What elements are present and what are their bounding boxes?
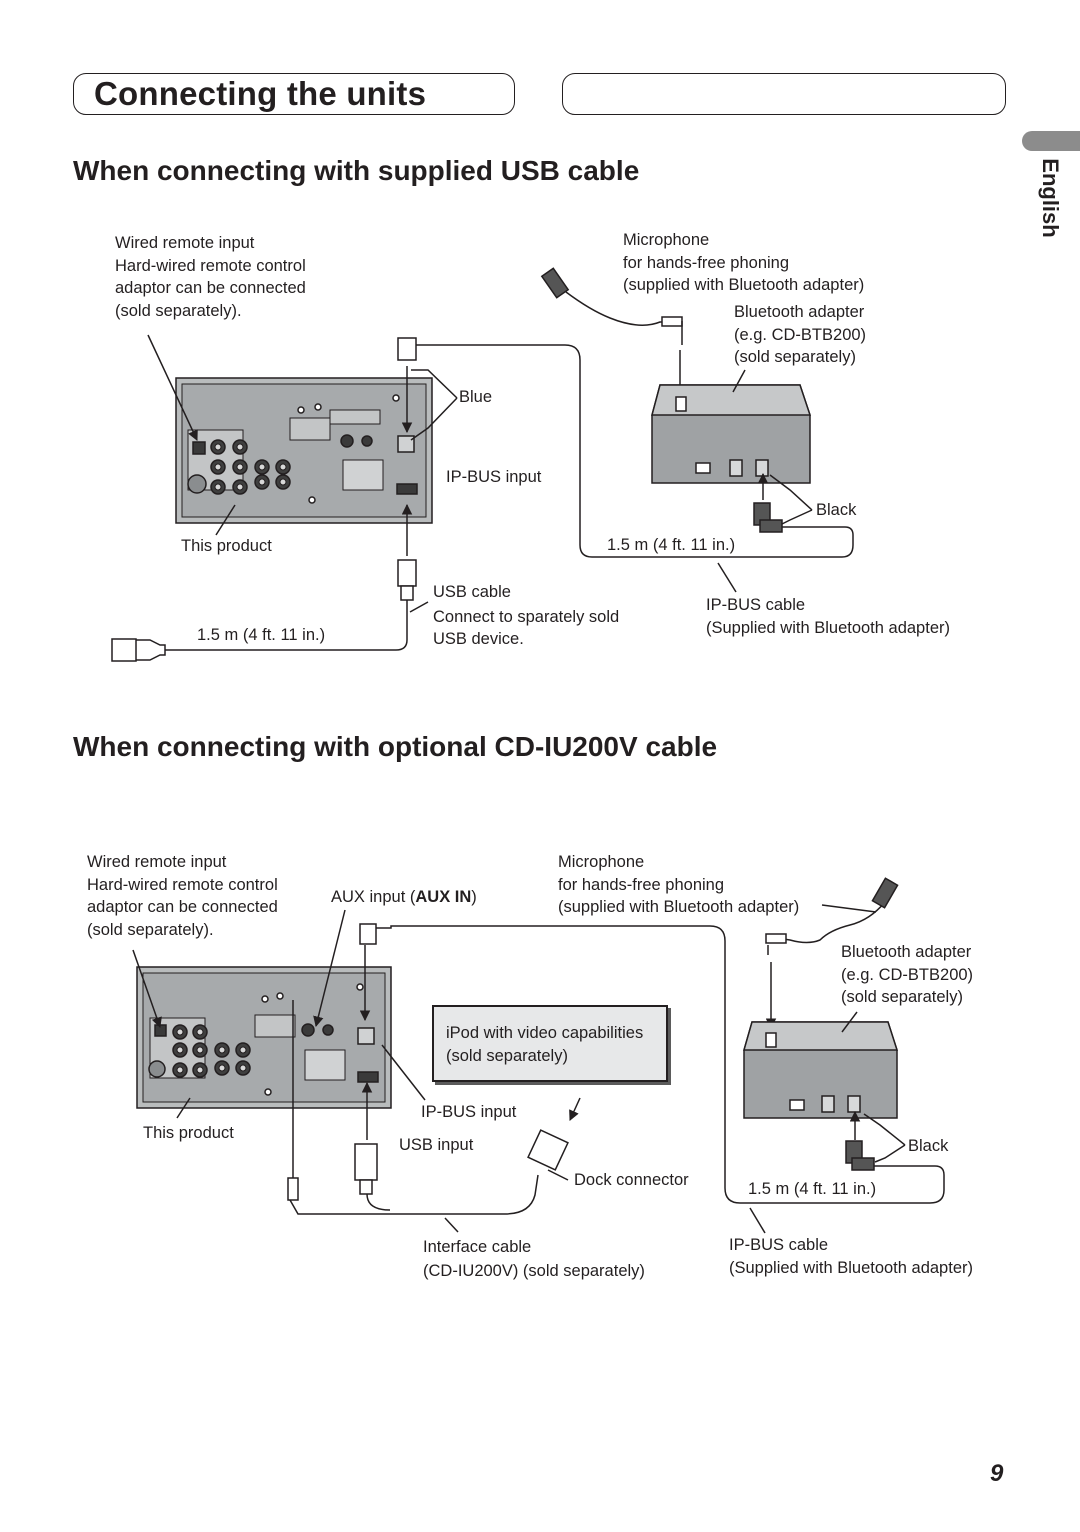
- s2-black-label: Black: [908, 1137, 949, 1155]
- s2-aux-bold: AUX IN: [415, 888, 472, 906]
- section2-heading: When connecting with optional CD-IU200V …: [73, 731, 718, 762]
- s1-bt-adapter-label: Bluetooth adapter (e.g. CD-BTB200) (sold…: [734, 301, 866, 369]
- s2-interface-cable-label: Interface cable (CD-IU200V) (sold separa…: [423, 1236, 645, 1282]
- s2-interface-cable-line: Interface cable: [423, 1238, 532, 1256]
- s1-ipbus-cable-line: IP-BUS cable: [706, 596, 806, 614]
- s1-ipbus-cable-label: IP-BUS cable (Supplied with Bluetooth ad…: [706, 594, 950, 639]
- s1-bt-adapter-line: (e.g. CD-BTB200): [734, 325, 867, 344]
- s1-bt-adapter-line: Bluetooth adapter: [734, 303, 865, 321]
- s2-ipbus-input-label: IP-BUS input: [421, 1103, 517, 1121]
- s1-wired-remote-line: Hard-wired remote control: [115, 256, 306, 275]
- language-tab: [1022, 131, 1080, 151]
- s1-length-left-label: 1.5 m (4 ft. 11 in.): [197, 626, 326, 644]
- s2-microphone-line: Microphone: [558, 853, 645, 871]
- page-title: Connecting the units: [94, 75, 427, 112]
- s2-interface-cable-line: (CD-IU200V) (sold separately): [423, 1261, 645, 1280]
- s1-usb-cable-label: USB cable Connect to sparately sold USB …: [433, 581, 619, 651]
- s1-bt-adapter-line: (sold separately): [734, 348, 856, 366]
- header-blank-box: [562, 73, 1006, 115]
- leaders-2: [132, 877, 945, 1234]
- s1-microphone-line: for hands-free phoning: [623, 253, 790, 272]
- s2-aux-suffix: ): [471, 888, 477, 906]
- s2-wired-remote-line: Wired remote input: [87, 853, 227, 871]
- section1-heading: When connecting with supplied USB cable: [73, 155, 640, 186]
- s1-ipbus-input-label: IP-BUS input: [446, 468, 542, 486]
- s2-microphone-line: for hands-free phoning: [558, 875, 725, 894]
- s2-bt-adapter-line: (e.g. CD-BTB200): [841, 965, 974, 984]
- head-unit-1: [175, 377, 433, 524]
- s2-microphone-label: Microphone for hands-free phoning (suppl…: [558, 851, 799, 919]
- s2-wired-remote-label: Wired remote input Hard-wired remote con…: [87, 851, 278, 941]
- s1-microphone-label: Microphone for hands-free phoning (suppl…: [623, 229, 864, 297]
- s2-dock-connector-label: Dock connector: [574, 1171, 689, 1189]
- s2-ipbus-cable-label: IP-BUS cable (Supplied with Bluetooth ad…: [729, 1234, 973, 1279]
- s1-microphone-line: (supplied with Bluetooth adapter): [623, 276, 865, 294]
- s2-bt-adapter-label: Bluetooth adapter (e.g. CD-BTB200) (sold…: [841, 941, 973, 1009]
- s2-ipod-line: (sold separately): [446, 1047, 568, 1065]
- ipod-box: iPod with video capabilities (sold separ…: [432, 1005, 668, 1082]
- s2-ipod-line: iPod with video capabilities: [446, 1024, 644, 1042]
- s2-aux-prefix: AUX input (: [331, 888, 416, 906]
- s2-usb-input-label: USB input: [399, 1136, 474, 1154]
- head-unit-2: [136, 966, 392, 1109]
- s2-aux-input-label: AUX input (AUX IN): [331, 886, 477, 909]
- title-box: Connecting the units: [73, 73, 515, 115]
- s2-wired-remote-line: (sold separately).: [87, 920, 214, 939]
- s2-bt-adapter-line: Bluetooth adapter: [841, 943, 972, 961]
- s1-wired-remote-label: Wired remote input Hard-wired remote con…: [115, 232, 306, 322]
- s1-usb-cable-line: Connect to sparately sold: [433, 607, 620, 626]
- s1-usb-cable-line: USB cable: [433, 583, 511, 601]
- s1-usb-cable-line: USB device.: [433, 630, 524, 648]
- s1-wired-remote-line: adaptor can be connected: [115, 279, 306, 297]
- s1-wired-remote-line: (sold separately).: [115, 301, 242, 320]
- s2-ipbus-cable-line: IP-BUS cable: [729, 1236, 829, 1254]
- s2-wired-remote-line: adaptor can be connected: [87, 898, 278, 916]
- s2-microphone-line: (supplied with Bluetooth adapter): [558, 898, 800, 916]
- s1-wired-remote-line: Wired remote input: [115, 234, 255, 252]
- s2-this-product-label: This product: [143, 1124, 234, 1142]
- s1-black-label: Black: [816, 501, 857, 519]
- s1-this-product-label: This product: [181, 537, 272, 555]
- s2-bt-adapter-line: (sold separately): [841, 988, 963, 1006]
- s1-microphone-line: Microphone: [623, 231, 710, 249]
- s2-length-label: 1.5 m (4 ft. 11 in.): [748, 1180, 877, 1198]
- s1-ipbus-cable-line: (Supplied with Bluetooth adapter): [706, 618, 950, 637]
- s2-ipbus-cable-line: (Supplied with Bluetooth adapter): [729, 1258, 973, 1277]
- page-number: 9: [990, 1460, 1004, 1487]
- s2-wired-remote-line: Hard-wired remote control: [87, 875, 278, 894]
- s1-length-right-label: 1.5 m (4 ft. 11 in.): [607, 536, 736, 554]
- s1-blue-label: Blue: [459, 388, 493, 406]
- leaders-1: [111, 267, 854, 662]
